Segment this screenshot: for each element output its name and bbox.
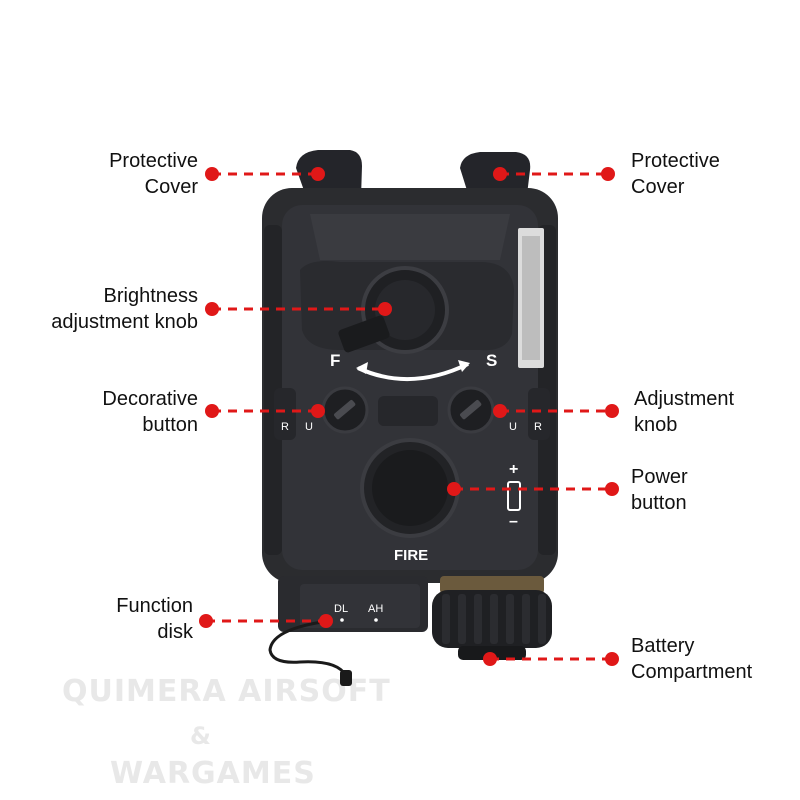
label-line: button [142, 414, 198, 436]
ah-dot [374, 618, 378, 622]
right-r-mark: R [534, 421, 542, 433]
power-button-shape [372, 450, 448, 526]
label-adjustment-knob: Adjustment knob [634, 386, 734, 438]
watermark-line-2: & [190, 722, 212, 750]
device: F S R U U R + – FIRE DL AH [262, 150, 558, 686]
left-u-mark: U [305, 421, 313, 433]
dot-protective-cover-left-target [311, 167, 325, 181]
s-mark: S [486, 351, 497, 370]
lanyard-tip [340, 670, 352, 686]
label-line: Protective [109, 150, 198, 172]
plus-mark: + [509, 461, 518, 478]
watermark-line-1: QUIMERA AIRSOFT [62, 674, 391, 709]
battery-symbol [507, 481, 521, 511]
label-protective-cover-left: Protective Cover [109, 148, 198, 200]
label-line: Brightness [103, 285, 199, 307]
label-brightness-knob: Brightness adjustment knob [51, 283, 198, 335]
battery-cap-ridge [458, 594, 466, 644]
label-line: Function [116, 595, 193, 617]
battery-cap-ridge [522, 594, 530, 644]
brightness-knob-center [375, 280, 435, 340]
label-line: knob [634, 414, 678, 436]
battery-cap-ridge [474, 594, 482, 644]
dot-adjustment-knob-target [493, 404, 507, 418]
minus-mark: – [509, 513, 518, 530]
sticker-inner [522, 236, 540, 360]
battery-cap-ridge [506, 594, 514, 644]
label-line: button [631, 492, 687, 514]
label-line: disk [157, 621, 193, 643]
decorative-knob-slot [334, 400, 356, 420]
dot-battery-compartment-target [483, 652, 497, 666]
watermark-line-3: WARGAMES [110, 756, 316, 791]
brightness-knob-grip [338, 315, 390, 353]
ah-mark: AH [368, 603, 383, 615]
dot-protective-cover-left [205, 167, 219, 181]
right-side-tab [528, 388, 550, 440]
right-u-mark: U [509, 421, 517, 433]
arc-arrow-left [356, 362, 368, 374]
left-r-mark: R [281, 421, 289, 433]
label-decorative-button: Decorative button [102, 386, 198, 438]
dl-dot [340, 618, 344, 622]
dot-decorative-button-target [311, 404, 325, 418]
dl-mark: DL [334, 603, 348, 615]
label-line: Cover [144, 176, 198, 198]
label-line: adjustment knob [51, 311, 198, 333]
label-line: Power [631, 466, 688, 488]
upper-panel [310, 214, 510, 260]
battery-cap-ridge [538, 594, 546, 644]
brightness-arc [357, 362, 469, 382]
dot-brightness-knob-target [378, 302, 392, 316]
f-mark: F [330, 351, 340, 370]
battery-cap-ridges [442, 594, 546, 644]
dot-brightness-knob [205, 302, 219, 316]
adjustment-knob-slot [460, 400, 482, 420]
dot-decorative-button [205, 404, 219, 418]
callouts [199, 167, 619, 666]
dot-power-button-target [447, 482, 461, 496]
lanyard [268, 620, 348, 677]
label-line: Cover [631, 176, 685, 198]
fire-mark: FIRE [394, 547, 428, 564]
dot-adjustment-knob [605, 404, 619, 418]
arc-arrow-right [458, 360, 470, 372]
label-line: Battery [631, 635, 695, 657]
dot-protective-cover-right-target [493, 167, 507, 181]
battery-cap-ring [440, 576, 544, 594]
label-battery-compartment: Battery Compartment [631, 633, 752, 685]
dot-protective-cover-right [601, 167, 615, 181]
dot-power-button [605, 482, 619, 496]
dot-function-disk [199, 614, 213, 628]
dot-function-disk-target [319, 614, 333, 628]
center-plate [378, 396, 438, 426]
label-line: Decorative [102, 388, 198, 410]
label-line: Protective [631, 150, 720, 172]
label-function-disk: Function disk [116, 593, 193, 645]
battery-cap-ridge [442, 594, 450, 644]
label-power-button: Power button [631, 464, 688, 516]
label-line: Adjustment [634, 388, 735, 410]
label-line: Compartment [631, 661, 753, 683]
battery-cap-ridge [490, 594, 498, 644]
label-protective-cover-right: Protective Cover [631, 148, 720, 200]
dot-battery-compartment [605, 652, 619, 666]
left-side-tab [274, 388, 296, 440]
